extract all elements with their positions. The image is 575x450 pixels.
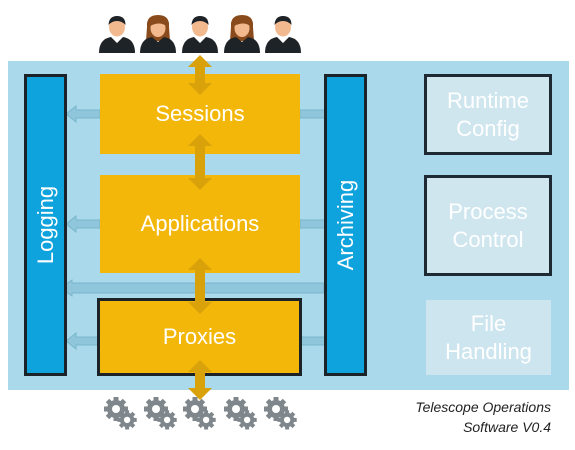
gears-icon	[144, 397, 177, 430]
proxies-label: Proxies	[162, 324, 237, 349]
file-handling-line1: File	[470, 310, 507, 336]
process-control-line2: Control	[452, 226, 524, 252]
arrow-sessions-applications	[188, 134, 212, 190]
runtime-config-line1: Runtime	[447, 87, 529, 113]
gears-icon	[104, 397, 137, 430]
archiving-bar: Archiving	[324, 74, 367, 376]
logging-bar: Logging	[24, 74, 67, 376]
caption-line2: Software V0.4	[463, 419, 551, 435]
diagram-caption: Telescope Operations Software V0.4	[415, 397, 551, 437]
arrow-users-sessions	[188, 55, 212, 95]
process-control-line1: Process	[448, 198, 528, 224]
caption-line1: Telescope Operations	[415, 399, 551, 415]
arrow-applications-proxies	[188, 258, 212, 314]
sessions-label: Sessions	[155, 101, 245, 126]
gears-icon	[183, 397, 216, 430]
gears-icon	[264, 397, 297, 430]
gears-icon	[224, 397, 257, 430]
applications-label: Applications	[140, 211, 260, 236]
file-handling-line2: Handling	[445, 338, 532, 364]
arrow-proxies-devices	[188, 360, 212, 400]
runtime-config-line2: Config	[456, 115, 520, 141]
applications-module: Applications	[100, 175, 300, 273]
